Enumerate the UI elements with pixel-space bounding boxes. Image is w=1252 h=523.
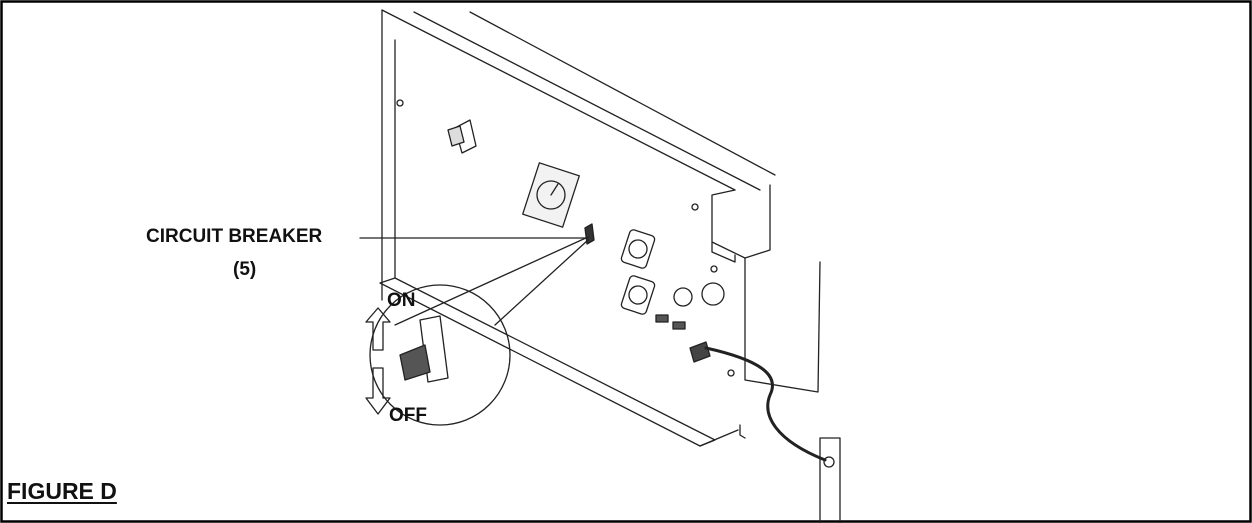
panel-right-end xyxy=(711,184,771,259)
outlet-lower xyxy=(620,275,656,315)
rocker-switch-housing xyxy=(454,119,477,154)
outlet-upper xyxy=(620,229,656,269)
magnifier-connector-bottom xyxy=(494,239,589,326)
panel-bottom-edge xyxy=(699,429,739,447)
circuit-breaker-number: (5) xyxy=(233,259,257,280)
indicator-knob-2 xyxy=(701,282,725,306)
down-arrow xyxy=(365,367,391,415)
panel-right-face xyxy=(744,257,821,393)
ground-stake-bolt xyxy=(823,456,835,468)
enlarged-switch-lever xyxy=(399,344,431,381)
panel-back-line xyxy=(469,11,776,176)
panel-bottom-flange xyxy=(739,424,746,439)
outlet-upper-face xyxy=(628,239,648,259)
panel-upper-lip xyxy=(379,277,716,447)
fuse-holder-2 xyxy=(672,321,686,330)
switch-off-label: OFF xyxy=(389,405,427,426)
up-arrow xyxy=(365,307,391,351)
magnifier-circle xyxy=(369,284,511,426)
mount-hole-1 xyxy=(396,99,404,107)
outlet-lower-face xyxy=(628,285,648,305)
fuse-holder-1 xyxy=(655,314,669,323)
magnifier-connector-top xyxy=(394,236,589,326)
switch-on-label: ON xyxy=(387,290,416,311)
ground-stake xyxy=(819,437,841,523)
power-cord xyxy=(704,346,827,462)
circuit-breaker-label: CIRCUIT BREAKER xyxy=(146,226,323,247)
cord-connector xyxy=(689,341,711,363)
meter-needle xyxy=(550,183,559,196)
meter-face xyxy=(536,180,566,210)
panel-right-flange xyxy=(711,241,736,263)
mount-hole-4 xyxy=(727,369,735,377)
panel-top-edge-inner xyxy=(413,11,761,191)
circuit-breaker-toggle xyxy=(584,223,595,245)
rocker-switch-lever xyxy=(447,125,465,147)
mount-hole-3 xyxy=(710,265,718,273)
figure-title: FIGURE D xyxy=(7,478,117,504)
indicator-knob-1 xyxy=(673,287,693,307)
panel-top-edge xyxy=(381,9,736,191)
mount-hole-2 xyxy=(691,203,699,211)
